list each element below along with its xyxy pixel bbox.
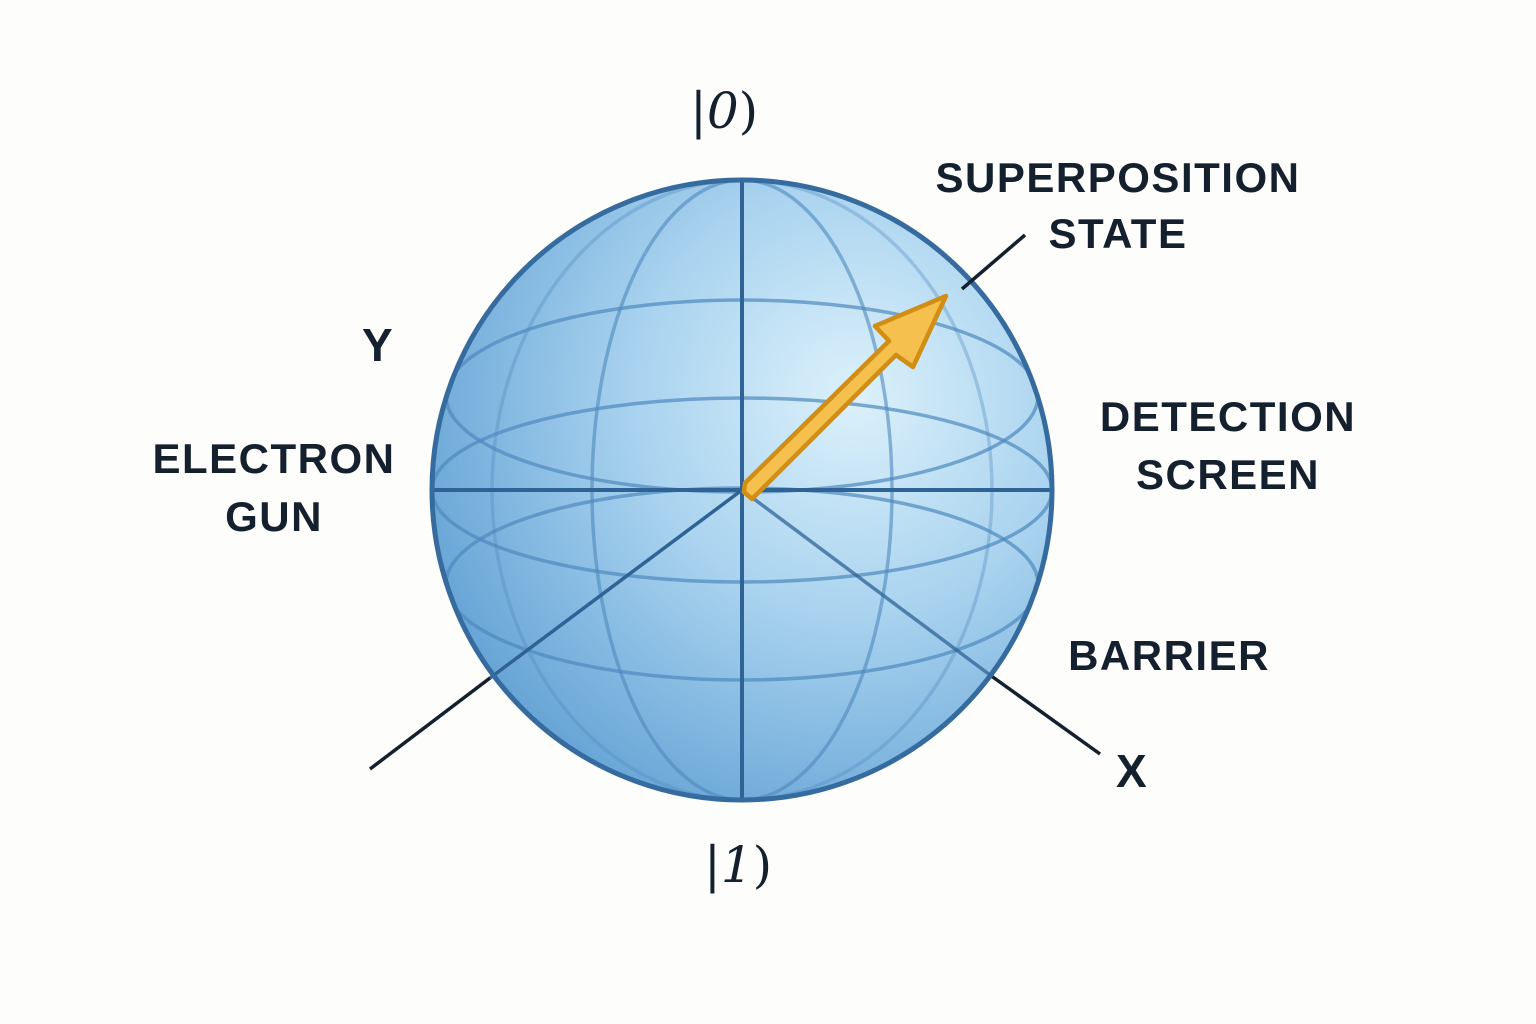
barrier-label: BARRIER xyxy=(1064,628,1274,684)
ket-value: 1 xyxy=(720,836,753,894)
detection-screen-label: DETECTION SCREEN xyxy=(1086,388,1370,504)
ket-one-label: |1) xyxy=(704,836,772,894)
ket-zero-label: |0) xyxy=(690,82,758,140)
superposition-state-label: SUPERPOSITION STATE xyxy=(918,150,1318,262)
x-axis-label: X xyxy=(1116,745,1147,797)
y-axis-inner xyxy=(488,488,744,680)
state-vector-arrow xyxy=(741,293,949,502)
superposition-line2: STATE xyxy=(1048,210,1188,257)
superposition-line1: SUPERPOSITION xyxy=(935,154,1301,201)
superposition-pointer-line xyxy=(960,233,1027,291)
electron-gun-line1: ELECTRON xyxy=(152,435,396,482)
y-axis-label: Y xyxy=(362,319,393,371)
y-axis-outer xyxy=(368,676,492,771)
sphere-outline xyxy=(429,177,1055,803)
detection-screen-line2: SCREEN xyxy=(1135,451,1321,498)
x-axis-inner xyxy=(740,488,992,677)
ket-close: ) xyxy=(738,82,759,140)
ket-value: 0 xyxy=(706,82,739,140)
x-axis-outer xyxy=(988,673,1102,756)
ket-bar: | xyxy=(704,836,721,894)
barrier-line1: BARRIER xyxy=(1068,632,1270,679)
detection-screen-line1: DETECTION xyxy=(1099,393,1357,440)
electron-gun-label: ELECTRON GUN xyxy=(146,430,402,546)
ket-bar: | xyxy=(690,82,707,140)
electron-gun-line2: GUN xyxy=(225,493,323,540)
ket-close: ) xyxy=(752,836,773,894)
